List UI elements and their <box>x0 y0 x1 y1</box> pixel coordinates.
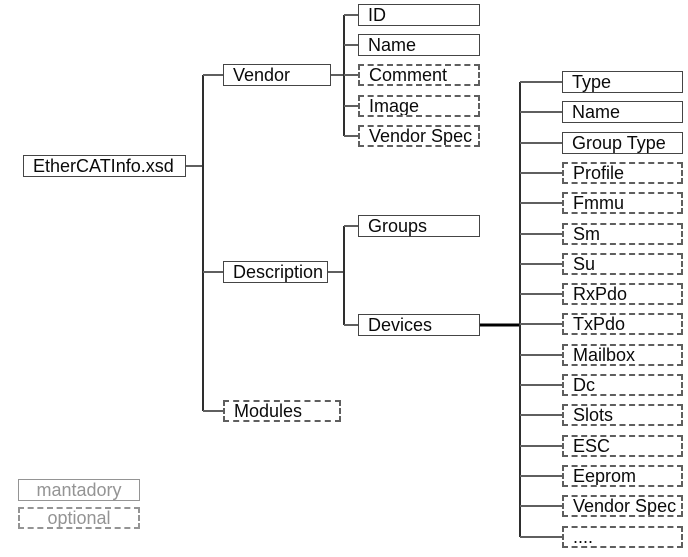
node-mailbox: Mailbox <box>562 344 683 366</box>
node-comment: Comment <box>358 64 480 86</box>
node-slots: Slots <box>562 404 683 426</box>
node-device-vendor-spec: Vendor Spec <box>562 495 683 517</box>
node-sm: Sm <box>562 223 683 245</box>
wires-root <box>186 74 223 412</box>
node-group-type: Group Type <box>562 132 683 154</box>
node-vendor-name: Name <box>358 34 480 56</box>
wires-devices <box>480 81 562 538</box>
node-esc: ESC <box>562 435 683 457</box>
wires-vendor <box>331 14 358 137</box>
node-device-name: Name <box>562 101 683 123</box>
node-profile: Profile <box>562 162 683 184</box>
wires-description <box>328 225 358 326</box>
legend-mandatory: mantadory <box>18 479 140 501</box>
node-eeprom: Eeprom <box>562 465 683 487</box>
node-dc: Dc <box>562 374 683 396</box>
node-txpdo: TxPdo <box>562 313 683 335</box>
node-ethercatinfo-xsd: EtherCATInfo.xsd <box>23 155 186 177</box>
node-image: Image <box>358 95 480 117</box>
node-rxpdo: RxPdo <box>562 283 683 305</box>
node-ellipsis: .... <box>562 526 683 548</box>
legend-optional: optional <box>18 507 140 529</box>
node-type: Type <box>562 71 683 93</box>
node-groups: Groups <box>358 215 480 237</box>
node-description: Description <box>223 261 328 283</box>
node-id: ID <box>358 4 480 26</box>
node-modules: Modules <box>223 400 341 422</box>
node-devices: Devices <box>358 314 480 336</box>
node-fmmu: Fmmu <box>562 192 683 214</box>
node-vendor-spec: Vendor Spec <box>358 125 480 147</box>
node-vendor: Vendor <box>223 64 331 86</box>
node-su: Su <box>562 253 683 275</box>
